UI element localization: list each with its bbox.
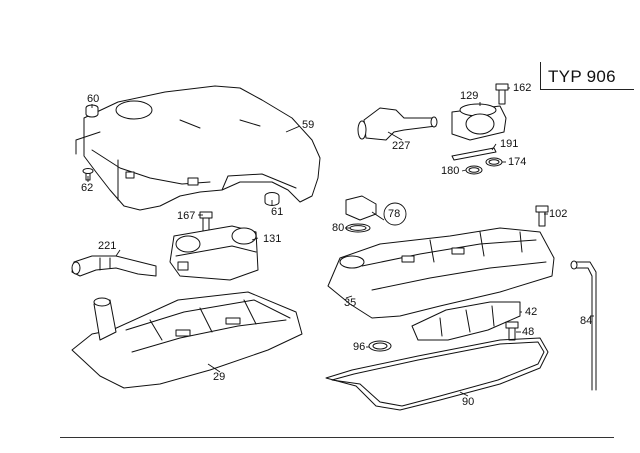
part-29-cylinder-head-cover <box>71 291 303 389</box>
part-221-hose <box>71 255 157 277</box>
callout-227: 227 <box>392 140 411 152</box>
callout-60: 60 <box>87 93 100 105</box>
callout-191: 191 <box>500 138 519 150</box>
part-102-bolt <box>535 205 549 227</box>
part-174-o-ring <box>485 157 503 167</box>
part-59-engine-cover <box>75 85 321 211</box>
callout-42: 42 <box>525 306 538 318</box>
callout-131: 131 <box>263 233 282 245</box>
callout-59: 59 <box>302 119 315 131</box>
callout-35: 35 <box>344 297 357 309</box>
part-42-baffle <box>411 301 521 341</box>
callout-61: 61 <box>271 206 284 218</box>
callout-29: 29 <box>213 371 226 383</box>
callout-129: 129 <box>460 90 479 102</box>
callout-48: 48 <box>522 326 535 338</box>
callout-167: 167 <box>177 210 196 222</box>
callout-78: 78 <box>388 208 401 220</box>
callout-80: 80 <box>332 222 345 234</box>
part-131-valve-block <box>169 225 259 281</box>
part-191-rod <box>451 147 497 161</box>
part-180-o-ring <box>465 165 483 175</box>
part-96-o-ring <box>368 340 392 352</box>
callout-174: 174 <box>508 156 527 168</box>
part-167-bolt <box>199 211 213 233</box>
bottom-divider <box>60 437 614 438</box>
callout-180: 180 <box>441 165 460 177</box>
part-129-oil-separator <box>451 103 507 141</box>
callout-102: 102 <box>549 208 568 220</box>
leader-lines <box>87 87 594 397</box>
callout-90: 90 <box>462 396 475 408</box>
part-90-gasket <box>325 337 549 411</box>
part-48-screw <box>505 321 519 341</box>
part-80-oil-filler-cap <box>345 195 377 233</box>
callout-84: 84 <box>580 315 593 327</box>
part-35-cylinder-head-cover <box>327 227 555 319</box>
part-227-hose <box>357 107 438 141</box>
callout-162: 162 <box>513 82 532 94</box>
callout-62: 62 <box>81 182 94 194</box>
part-84-dipstick-tube <box>570 260 597 391</box>
type-label: TYP 906 <box>548 67 616 86</box>
part-162-bolt <box>495 83 509 105</box>
callout-221: 221 <box>98 240 117 252</box>
callout-96: 96 <box>353 341 366 353</box>
callout-78-circle <box>383 202 407 226</box>
type-label-frame <box>540 62 634 90</box>
